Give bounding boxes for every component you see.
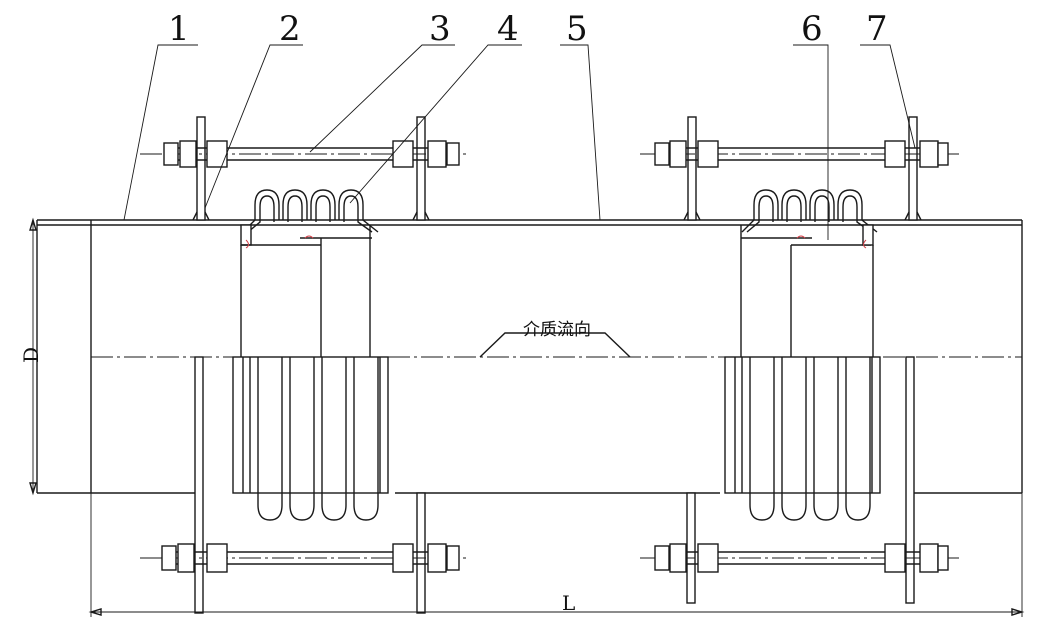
- part-number-2: 2: [279, 9, 301, 49]
- flange-plates: [192, 116, 922, 614]
- part-number-3: 3: [429, 9, 451, 49]
- centerline: 介质流向: [91, 320, 1022, 358]
- part-number-6: 6: [801, 9, 823, 49]
- part-number-1: 1: [168, 9, 190, 49]
- tie-rods: [140, 140, 960, 573]
- dimension-d: D: [19, 217, 43, 496]
- tie-rod-upper-right: [640, 140, 960, 168]
- leaders: [123, 44, 916, 240]
- left-bellows-lower: [232, 356, 389, 521]
- tie-rod-lower-left: [140, 543, 470, 573]
- right-bellows-upper: [740, 189, 878, 357]
- flow-direction-label: 介质流向: [523, 320, 591, 340]
- dim-l-label: L: [562, 591, 575, 615]
- part-number-5: 5: [566, 9, 588, 49]
- part-number-7: 7: [866, 9, 888, 49]
- dim-d-label: D: [19, 347, 43, 363]
- tie-rod-upper-left: [140, 140, 470, 168]
- right-bellows-lower: [724, 356, 881, 521]
- left-bellows-upper: [240, 189, 379, 357]
- dimension-l: L: [88, 493, 1025, 617]
- part-number-4: 4: [497, 9, 519, 49]
- tie-rod-lower-right: [640, 543, 960, 573]
